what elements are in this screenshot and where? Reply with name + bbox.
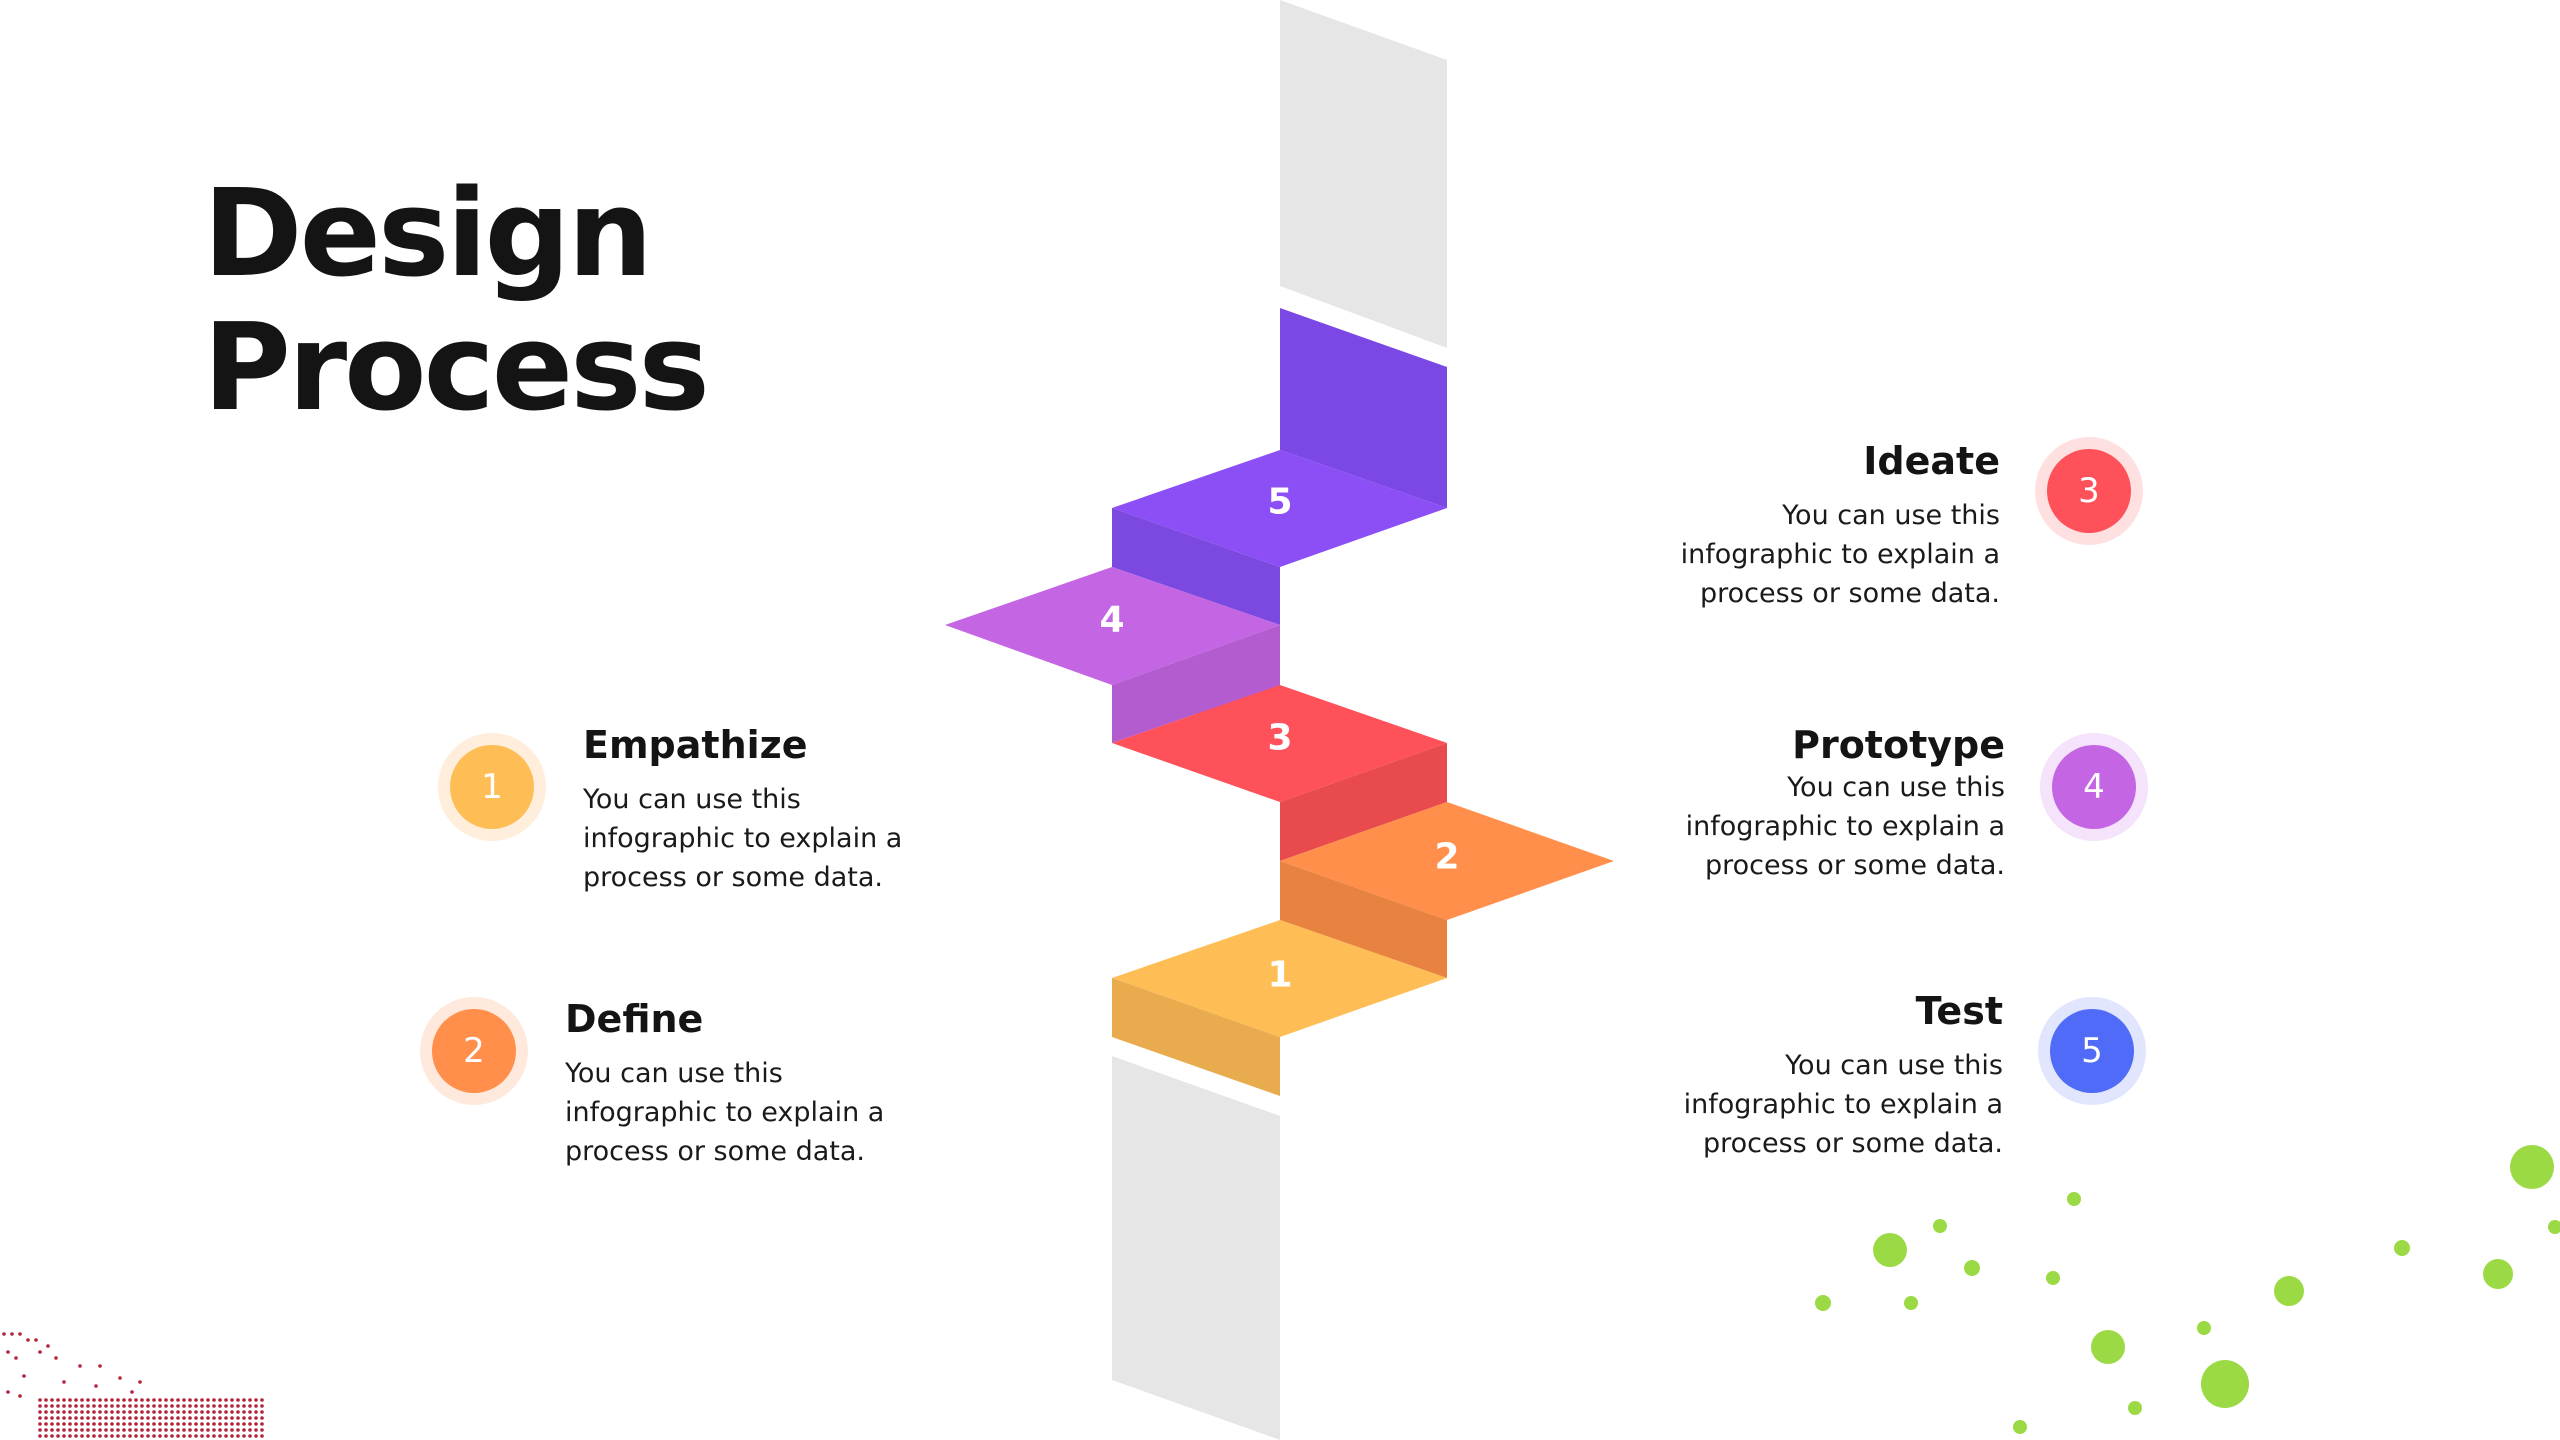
step-1-front-face xyxy=(1112,978,1280,1096)
step-2-title: Define xyxy=(565,997,704,1041)
step-3-info: Ideate You can use this infographic to e… xyxy=(1660,438,2000,613)
step-3-badge: 3 xyxy=(2035,437,2143,545)
step-2-info: Define You can use this infographic to e… xyxy=(565,996,905,1171)
step-3-title: Ideate xyxy=(1863,439,2000,483)
step-5-badge: 5 xyxy=(2038,997,2146,1105)
step-5-info: Test You can use this infographic to exp… xyxy=(1663,988,2003,1163)
step-5-number: 5 xyxy=(2050,1009,2134,1093)
step-1-info: Empathize You can use this infographic t… xyxy=(583,722,923,897)
step-1-title: Empathize xyxy=(583,723,808,767)
title-line-1: Design xyxy=(203,165,653,304)
step-4-front-face xyxy=(1112,625,1280,743)
pillar-top xyxy=(1280,0,1447,348)
step-5-back-face xyxy=(1280,308,1447,508)
step-5-front-face xyxy=(1112,508,1280,625)
stair-number-1: 1 xyxy=(1267,955,1292,996)
stair-number-3: 3 xyxy=(1267,718,1292,759)
step-2-badge: 2 xyxy=(420,997,528,1105)
step-4-description: You can use this infographic to explain … xyxy=(1685,772,2005,881)
page-title: Design Process xyxy=(203,165,710,438)
stair-number-4: 4 xyxy=(1099,600,1124,641)
step-2-description: You can use this infographic to explain … xyxy=(565,1058,885,1167)
pillar-bottom xyxy=(1112,1056,1280,1440)
step-4-info: Prototype You can use this infographic t… xyxy=(1665,722,2005,885)
step-3-front-face xyxy=(1280,743,1447,861)
step-4-title: Prototype xyxy=(1792,723,2005,767)
stair-number-5: 5 xyxy=(1267,482,1292,523)
step-1-number: 1 xyxy=(450,745,534,829)
step-4-badge: 4 xyxy=(2040,733,2148,841)
step-5-description: You can use this infographic to explain … xyxy=(1683,1050,2003,1159)
step-5-title: Test xyxy=(1915,989,2003,1033)
stair-number-2: 2 xyxy=(1434,837,1459,878)
step-1-top-face xyxy=(1112,920,1447,1037)
step-3-description: You can use this infographic to explain … xyxy=(1680,500,2000,609)
step-2-number: 2 xyxy=(432,1009,516,1093)
step-3-top-face xyxy=(1112,685,1447,802)
step-4-top-face xyxy=(945,567,1280,685)
step-2-front-face xyxy=(1280,861,1447,978)
step-1-badge: 1 xyxy=(438,733,546,841)
step-4-number: 4 xyxy=(2052,745,2136,829)
step-1-description: You can use this infographic to explain … xyxy=(583,784,903,893)
step-3-number: 3 xyxy=(2047,449,2131,533)
step-5-top-face xyxy=(1112,450,1447,567)
title-line-2: Process xyxy=(203,299,710,438)
